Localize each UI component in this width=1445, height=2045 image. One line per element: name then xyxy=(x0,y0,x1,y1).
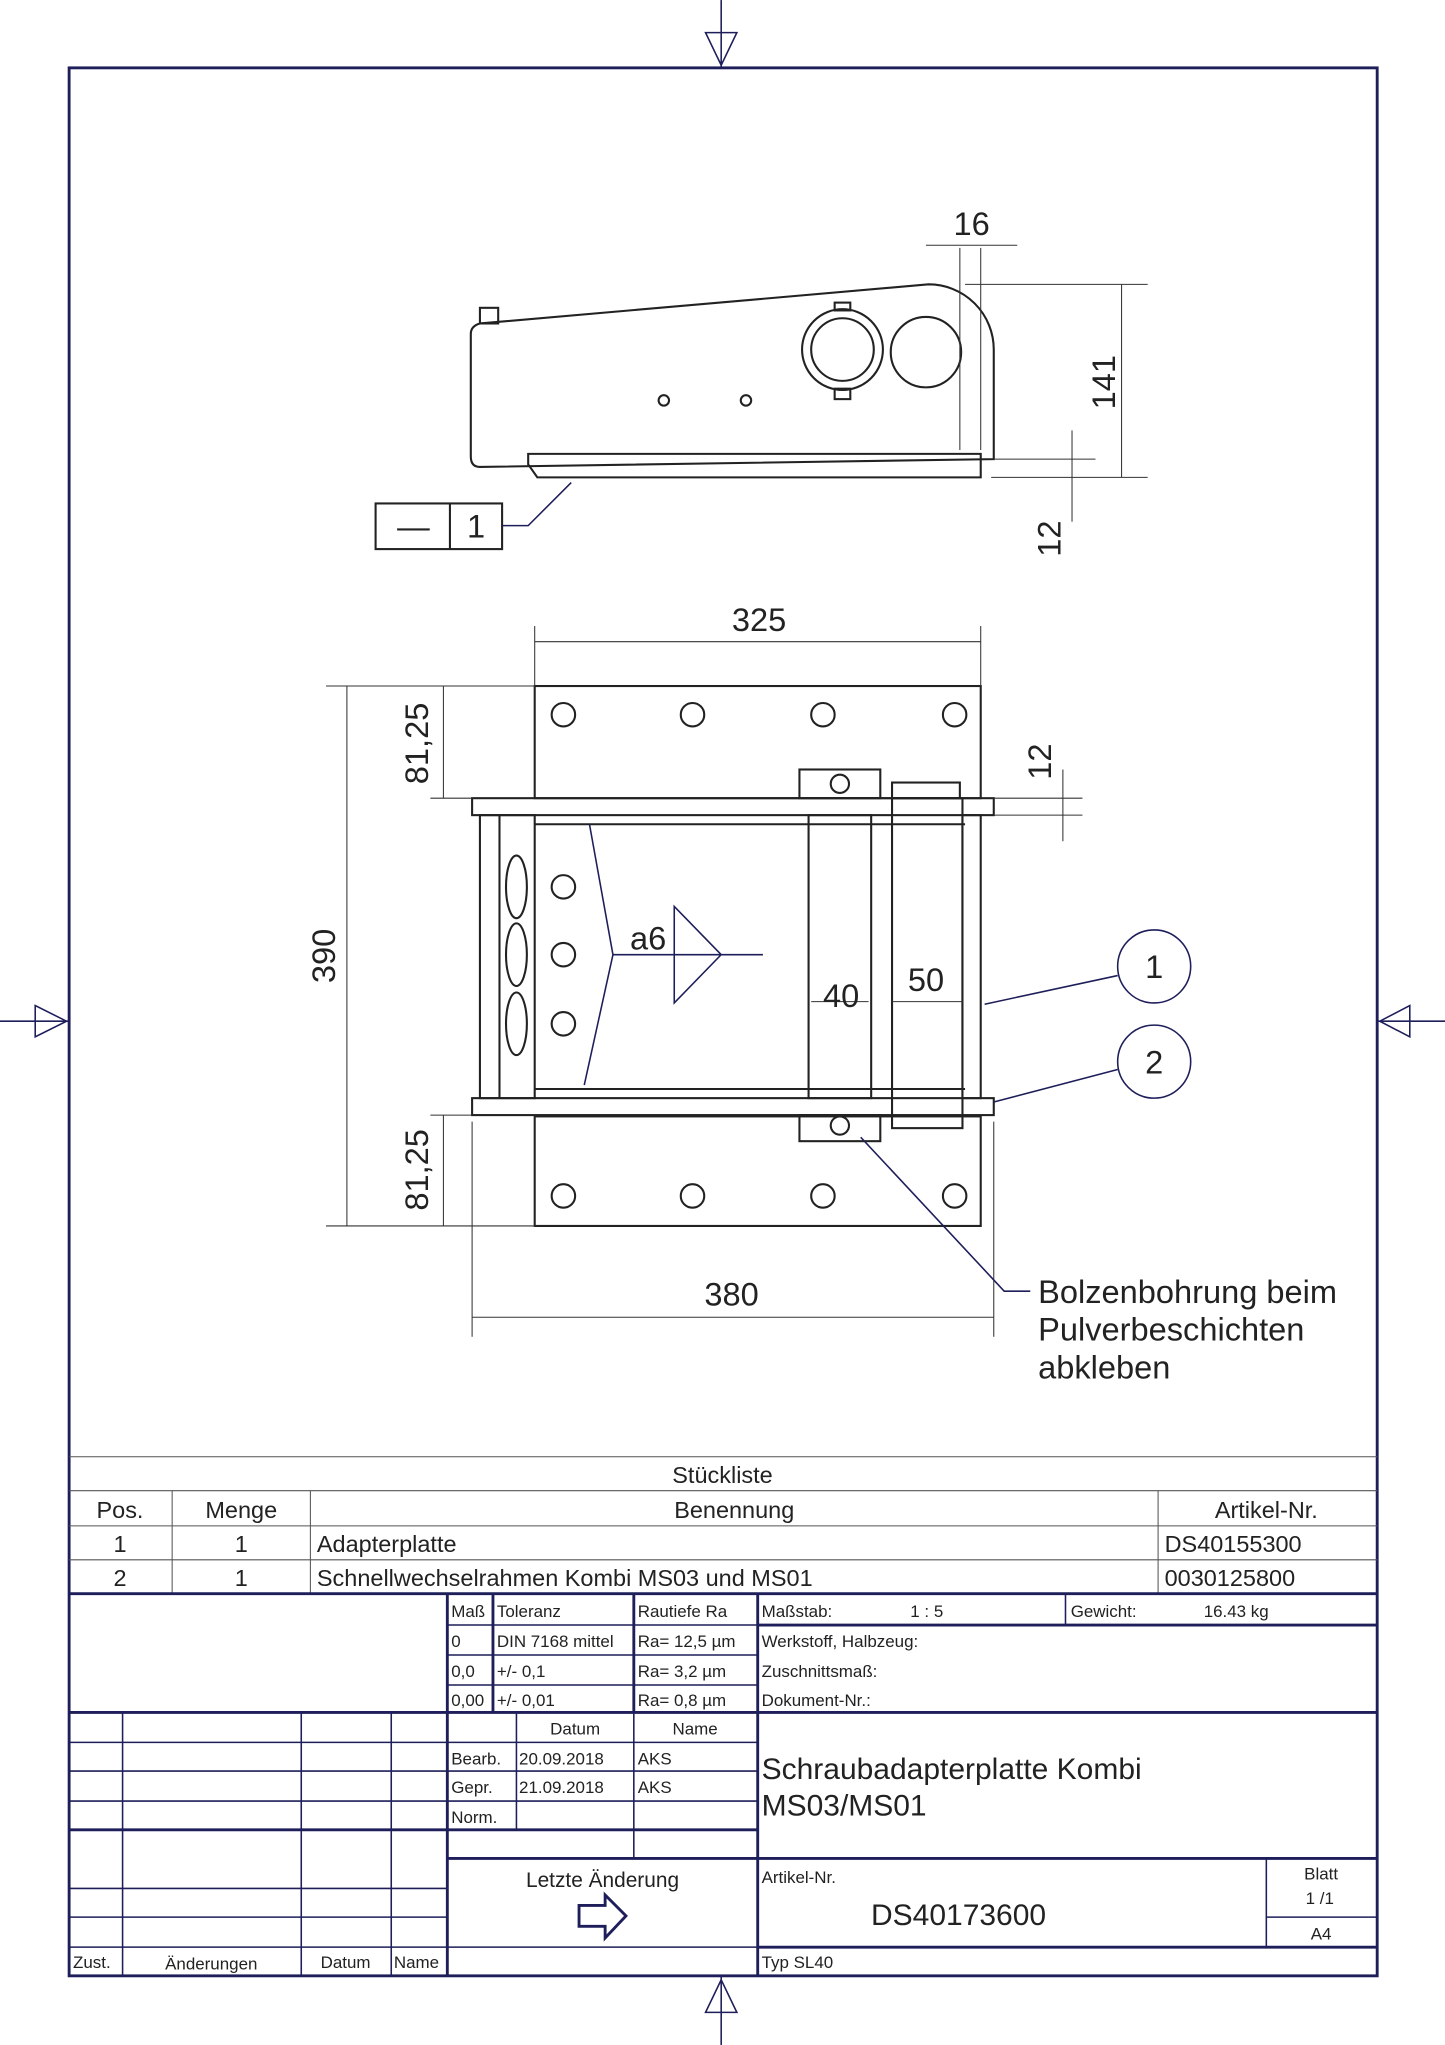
dim-380: 380 xyxy=(704,1276,758,1313)
balloon-2: 2 xyxy=(1116,1024,1192,1099)
svg-text:Toleranz: Toleranz xyxy=(497,1602,561,1621)
arrow-right-icon xyxy=(577,1891,628,1942)
svg-text:16.43 kg: 16.43 kg xyxy=(1204,1602,1269,1621)
svg-text:1: 1 xyxy=(467,507,485,544)
svg-text:Gewicht:: Gewicht: xyxy=(1071,1602,1137,1621)
svg-text:Gepr.: Gepr. xyxy=(451,1778,492,1797)
svg-text:Pulverbeschichten: Pulverbeschichten xyxy=(1038,1311,1304,1348)
dim-81-25-top: 81,25 xyxy=(398,703,435,785)
svg-text:Zust.: Zust. xyxy=(73,1953,111,1972)
svg-text:Menge: Menge xyxy=(205,1497,277,1523)
svg-text:Werkstoff, Halbzeug:: Werkstoff, Halbzeug: xyxy=(762,1632,919,1651)
weld-label: a6 xyxy=(630,919,666,956)
dim-81-25-bottom: 81,25 xyxy=(398,1129,435,1211)
svg-text:Benennung: Benennung xyxy=(674,1497,794,1523)
svg-text:Maß: Maß xyxy=(451,1602,485,1621)
svg-text:2: 2 xyxy=(1145,1043,1163,1080)
svg-text:0: 0 xyxy=(451,1632,460,1651)
revision-table: Zust. Änderungen Datum Name Letzte Änder… xyxy=(73,1869,679,1973)
svg-text:Ra= 12,5 µm: Ra= 12,5 µm xyxy=(638,1632,736,1651)
svg-text:Datum: Datum xyxy=(321,1953,371,1972)
svg-text:AKS: AKS xyxy=(638,1778,672,1797)
svg-text:21.09.2018: 21.09.2018 xyxy=(519,1778,604,1797)
svg-text:0,00: 0,00 xyxy=(451,1691,484,1710)
svg-text:Artikel-Nr.: Artikel-Nr. xyxy=(1215,1497,1318,1523)
svg-text:+/- 0,01: +/- 0,01 xyxy=(497,1691,555,1710)
svg-text:AKS: AKS xyxy=(638,1750,672,1769)
title-block xyxy=(69,1592,1378,1976)
svg-text:DIN 7168 mittel: DIN 7168 mittel xyxy=(497,1632,614,1651)
svg-text:Zuschnittsmaß:: Zuschnittsmaß: xyxy=(762,1662,878,1681)
svg-text:1: 1 xyxy=(235,1531,248,1557)
dim-40: 40 xyxy=(823,977,859,1014)
svg-text:Änderungen: Änderungen xyxy=(165,1954,257,1973)
article-number-box: Artikel-Nr. DS40173600 Blatt 1 /1 A4 Typ… xyxy=(762,1864,1339,1972)
svg-text:+/- 0,1: +/- 0,1 xyxy=(497,1662,546,1681)
svg-text:Bearb.: Bearb. xyxy=(451,1750,501,1769)
dim-50: 50 xyxy=(908,961,944,998)
svg-text:Rautiefe Ra: Rautiefe Ra xyxy=(638,1602,728,1621)
svg-text:Letzte Änderung: Letzte Änderung xyxy=(526,1869,679,1892)
dim-16: 16 xyxy=(953,205,989,242)
svg-text:Ra= 0,8 µm: Ra= 0,8 µm xyxy=(638,1691,726,1710)
svg-text:Typ SL40: Typ SL40 xyxy=(762,1953,834,1972)
svg-text:Datum: Datum xyxy=(550,1720,600,1739)
svg-text:abkleben: abkleben xyxy=(1038,1349,1170,1386)
svg-text:Blatt: Blatt xyxy=(1304,1864,1338,1883)
svg-text:A4: A4 xyxy=(1311,1924,1332,1943)
dim-325: 325 xyxy=(732,601,786,638)
info-fields: Maßstab: 1 : 5 Gewicht: 16.43 kg Werksto… xyxy=(762,1602,1269,1710)
tolerance-table: Maß Toleranz Rautiefe Ra 0 DIN 7168 mitte… xyxy=(451,1602,735,1710)
svg-text:0,0: 0,0 xyxy=(451,1662,475,1681)
note: Bolzenbohrung beim Pulverbeschichten abk… xyxy=(1038,1273,1337,1386)
svg-text:MS03/MS01: MS03/MS01 xyxy=(762,1789,927,1822)
svg-text:2: 2 xyxy=(113,1565,126,1591)
dim-12-side: 12 xyxy=(1030,521,1067,557)
dim-141: 141 xyxy=(1085,355,1122,409)
svg-text:1: 1 xyxy=(1145,948,1163,985)
bom-row: 2 1 Schnellwechselrahmen Kombi MS03 und … xyxy=(113,1565,1295,1591)
bom-row: 1 1 Adapterplatte DS40155300 xyxy=(113,1531,1301,1557)
svg-text:Bolzenbohrung beim: Bolzenbohrung beim xyxy=(1038,1273,1337,1310)
svg-text:Ra= 3,2 µm: Ra= 3,2 µm xyxy=(638,1662,726,1681)
svg-text:20.09.2018: 20.09.2018 xyxy=(519,1750,604,1769)
svg-text:Artikel-Nr.: Artikel-Nr. xyxy=(762,1868,836,1887)
svg-text:Norm.: Norm. xyxy=(451,1808,497,1827)
svg-text:0030125800: 0030125800 xyxy=(1165,1565,1296,1591)
balloon-1: 1 xyxy=(1116,929,1192,1004)
drawing-frame xyxy=(67,66,1379,1978)
side-view xyxy=(469,244,1148,522)
svg-text:1 : 5: 1 : 5 xyxy=(910,1602,943,1621)
svg-text:DS40173600: DS40173600 xyxy=(871,1899,1046,1932)
svg-text:Pos.: Pos. xyxy=(96,1497,143,1523)
drawing-title: Schraubadapterplatte Kombi MS03/MS01 xyxy=(762,1753,1142,1823)
weld-symbol xyxy=(583,824,763,1086)
top-view xyxy=(326,626,1118,1337)
svg-text:Dokument-Nr.:: Dokument-Nr.: xyxy=(762,1691,871,1710)
svg-text:Stückliste: Stückliste xyxy=(672,1462,772,1488)
bill-of-materials: Stückliste Pos. Menge Benennung Artikel-… xyxy=(69,1456,1378,1594)
svg-text:Schnellwechselrahmen Kombi MS0: Schnellwechselrahmen Kombi MS03 und MS01 xyxy=(317,1565,813,1591)
svg-text:Adapterplatte: Adapterplatte xyxy=(317,1531,457,1557)
svg-text:Name: Name xyxy=(394,1953,439,1972)
flatness-tolerance-frame: — 1 xyxy=(374,482,572,551)
balloon-leaders xyxy=(860,974,1118,1292)
svg-text:Schraubadapterplatte Kombi: Schraubadapterplatte Kombi xyxy=(762,1753,1142,1786)
svg-text:Name: Name xyxy=(673,1720,718,1739)
svg-text:1: 1 xyxy=(113,1531,126,1557)
dim-390: 390 xyxy=(305,929,342,983)
dim-12-top: 12 xyxy=(1021,744,1058,780)
svg-text:1 /1: 1 /1 xyxy=(1306,1889,1334,1908)
svg-text:—: — xyxy=(397,507,430,544)
svg-text:DS40155300: DS40155300 xyxy=(1165,1531,1302,1557)
svg-text:Maßstab:: Maßstab: xyxy=(762,1602,833,1621)
svg-text:1: 1 xyxy=(235,1565,248,1591)
